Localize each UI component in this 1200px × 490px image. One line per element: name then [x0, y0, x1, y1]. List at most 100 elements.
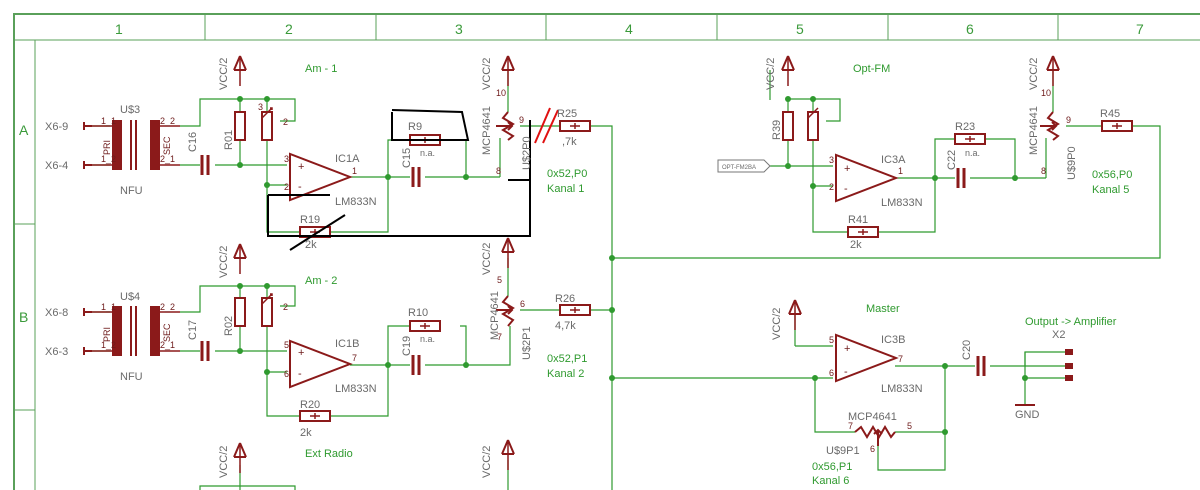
channel-address-1: 0x52,P0 — [547, 168, 587, 180]
channel-label-6: Kanal 6 — [812, 475, 849, 487]
capacitor-c16 — [200, 153, 210, 177]
pin-label: 1_2 — [101, 340, 116, 350]
ground-label: GND — [1015, 409, 1040, 421]
pin-label: 6 — [520, 299, 525, 309]
resistor-value-r26: 4,7k — [555, 320, 576, 332]
resistor-label-r10: R10 — [408, 307, 428, 319]
connector-label-x6-8: X6-8 — [45, 307, 68, 319]
connector-label-x6-3: X6-3 — [45, 346, 68, 358]
resistor-r26 — [559, 304, 591, 316]
resistor-label-r02: R02 — [223, 316, 235, 336]
vcc-symbol-ch2-pot — [501, 237, 515, 269]
opamp-value-ic3a: LM833N — [881, 197, 923, 209]
pin-label: 7 — [352, 353, 357, 363]
resistor-value-r9: n.a. — [420, 148, 435, 158]
resistor-r45 — [1101, 120, 1133, 132]
section-label-master: Master — [866, 303, 900, 315]
capacitor-label-c20: C20 — [961, 340, 973, 360]
capacitor-label-c19: C19 — [401, 336, 413, 356]
hand-drawn-annotation-black — [267, 109, 531, 251]
resistor-r23 — [954, 133, 986, 145]
capacitor-c17 — [200, 339, 210, 363]
pin-label: 7 — [848, 421, 853, 431]
resistor-r01 — [234, 111, 246, 141]
digipot-value: MCP4641 — [481, 106, 493, 155]
capacitor-label-c17: C17 — [187, 320, 199, 340]
resistor-value-r23: n.a. — [965, 148, 980, 158]
junction-dots — [237, 96, 1028, 435]
section-label-ext-radio: Ext Radio — [305, 448, 353, 460]
resistor-value-r25: ,7k — [562, 136, 577, 148]
resistor-label-r25: R25 — [557, 108, 577, 120]
connector-label-x2: X2 — [1052, 329, 1065, 341]
digipot-value: MCP4641 — [489, 291, 501, 340]
capacitor-label-c22: C22 — [946, 150, 958, 170]
opamp-minus-pin: - — [298, 368, 302, 380]
resistor-r10 — [409, 320, 441, 332]
channel-label-1: Kanal 1 — [547, 183, 584, 195]
pin-label: 1 — [898, 166, 903, 176]
pin-label: 2_1 — [160, 154, 175, 164]
row-label-b: B — [19, 309, 28, 325]
vcc-symbol-ch2 — [233, 243, 247, 275]
connector-pins — [83, 122, 92, 355]
transformer-u4 — [90, 306, 180, 356]
output-label: Output -> Amplifier — [1025, 316, 1117, 328]
resistor-r39 — [782, 111, 794, 141]
pin-label: 8 — [1041, 166, 1046, 176]
resistor-r20 — [299, 410, 331, 422]
pin-label: 7 — [497, 332, 502, 342]
capacitor-c22 — [956, 166, 966, 190]
pin-label: 6 — [870, 444, 875, 454]
component-symbols — [83, 55, 1133, 474]
vcc-symbol-ch5 — [781, 55, 795, 87]
pin-label: 3 — [284, 154, 289, 164]
capacitor-c19 — [411, 353, 421, 377]
vcc-label: VCC/2 — [481, 58, 493, 90]
transformer-pri-label: PRI — [102, 140, 112, 155]
pin-label: 1_2 — [101, 154, 116, 164]
vcc-label: VCC/2 — [1028, 58, 1040, 90]
pin-label: 6 — [284, 369, 289, 379]
vcc-symbol-ch1-pot — [501, 55, 515, 87]
schematic-frame: 1 2 3 4 5 6 7 A B — [13, 13, 1200, 490]
opamp-value-ic3b: LM833N — [881, 383, 923, 395]
transformer-sec-label: SEC — [162, 323, 172, 342]
resistor-label-r23: R23 — [955, 121, 975, 133]
digipot-u2p0 — [496, 111, 515, 141]
resistor-value-r41: 2k — [850, 239, 862, 251]
pin-label: 6 — [829, 368, 834, 378]
opamp-plus-pin: + — [298, 161, 304, 173]
opamp-plus-pin: + — [298, 347, 304, 359]
text-labels: X6-9 X6-4 U$3 NFU 1_1 1_2 2_2 2_1 PRI SE… — [45, 58, 1132, 487]
digipot-label-u9p0: U$9P0 — [1066, 146, 1078, 180]
pin-label: 9 — [1066, 115, 1071, 125]
section-label-opt-fm: Opt-FM — [853, 63, 890, 75]
opamp-minus-pin: - — [844, 366, 848, 378]
pin-label: 1_1 — [101, 116, 116, 126]
digipot-label-u2p0: U$2P0 — [521, 136, 533, 170]
vcc-label: VCC/2 — [218, 446, 230, 478]
pin-label: 2_1 — [160, 340, 175, 350]
opamp-label-ic3a: IC3A — [881, 154, 906, 166]
column-label-4: 4 — [625, 21, 633, 37]
channel-address-5: 0x56,P0 — [1092, 169, 1132, 181]
pin-label: 10 — [1041, 88, 1051, 98]
pin-label: 2 — [283, 302, 288, 312]
resistor-r02 — [234, 297, 246, 327]
pin-label: 2 — [283, 117, 288, 127]
capacitor-c15 — [411, 165, 421, 189]
hand-drawn-annotation-red — [534, 107, 559, 144]
transformer-pri-label: PRI — [102, 327, 112, 342]
pin-label: 1_1 — [101, 302, 116, 312]
opamp-label-ic1b: IC1B — [335, 338, 359, 350]
digipot-u9p1 — [854, 425, 896, 446]
column-label-7: 7 — [1136, 21, 1144, 37]
pin-label: 2_2 — [160, 116, 175, 126]
digipot-label-u2p1: U$2P1 — [521, 326, 533, 360]
pin-label: 5 — [284, 340, 289, 350]
transformer-value-u3: NFU — [120, 185, 143, 197]
transformer-label-u3: U$3 — [120, 104, 140, 116]
section-label-am2: Am - 2 — [305, 275, 337, 287]
